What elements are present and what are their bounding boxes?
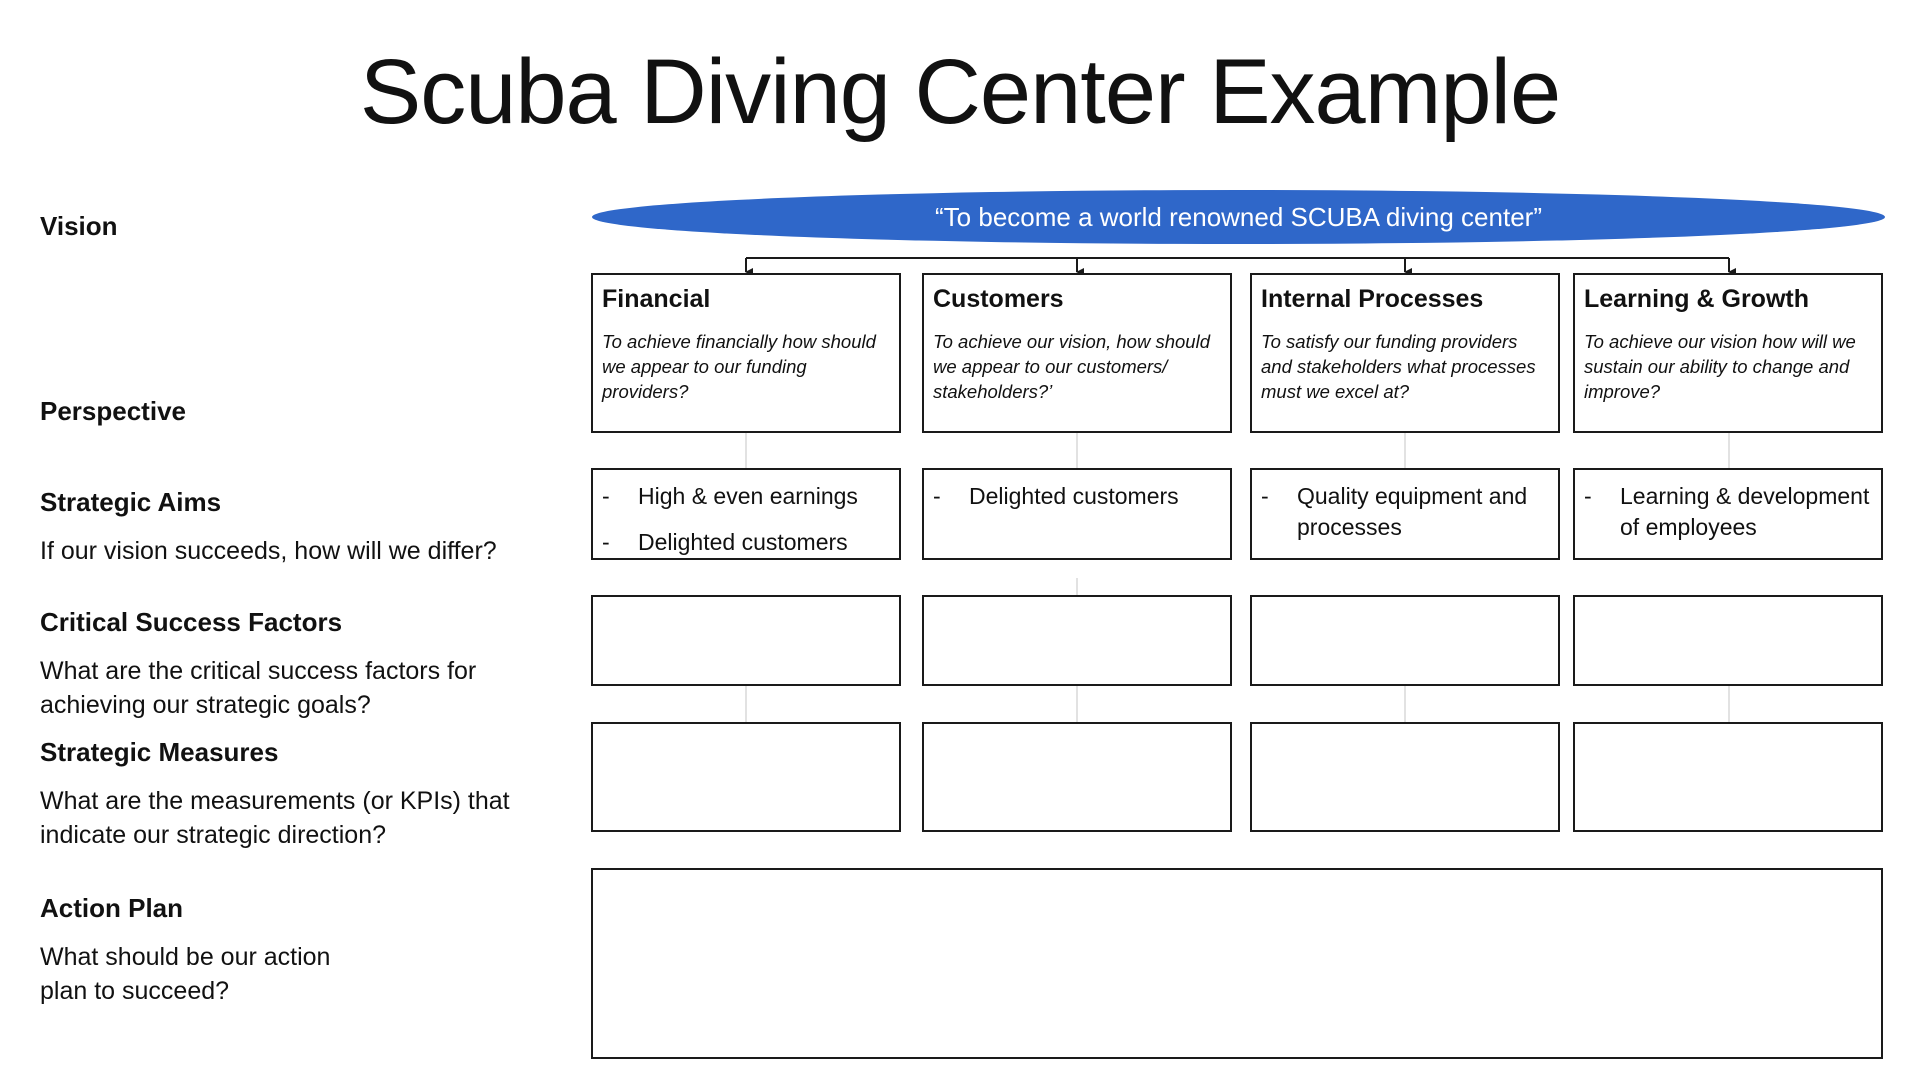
- aim-text: High & even earnings: [638, 483, 858, 509]
- critical-success-factors-label: Critical Success Factors: [40, 607, 343, 637]
- strategic-aims-box-financial: - High & even earnings - Delighted custo…: [591, 468, 901, 560]
- aim-bullet: -: [1261, 483, 1269, 509]
- perspective-title: Learning & Growth: [1584, 285, 1809, 313]
- aim-item: - High & even earnings: [602, 481, 893, 512]
- vision-statement: “To become a world renowned SCUBA diving…: [935, 201, 1542, 232]
- strategic-aims-box-customers: - Delighted customers: [922, 468, 1232, 560]
- perspective-box-customers: Customers To achieve our vision, how sho…: [922, 273, 1232, 433]
- page-title: Scuba Diving Center Example: [359, 41, 1561, 143]
- aim-bullet: -: [602, 529, 610, 555]
- perspective-box-internal-processes: Internal Processes To satisfy our fundin…: [1250, 273, 1560, 433]
- perspective-question: To satisfy our funding providers and sta…: [1261, 331, 1536, 402]
- csf-box-customers[interactable]: [922, 595, 1232, 686]
- aim-item: - Delighted customers: [602, 527, 893, 558]
- aim-text: Delighted customers: [638, 529, 848, 555]
- strategic-aims-box-learning-growth: - Learning & development of employees: [1573, 468, 1883, 560]
- measures-box-internal-processes[interactable]: [1250, 722, 1560, 832]
- strategic-measures-label: Strategic Measures: [40, 737, 279, 767]
- action-plan-label: Action Plan: [40, 893, 184, 923]
- perspective-box-financial: Financial To achieve financially how sho…: [591, 273, 901, 433]
- perspective-question: To achieve financially how should we app…: [602, 331, 876, 402]
- aim-bullet: -: [933, 483, 941, 509]
- aim-text: Delighted customers: [969, 483, 1179, 509]
- critical-success-factors-description: What are the critical success factors fo…: [40, 657, 477, 719]
- aim-text: Quality equipment and processes: [1297, 483, 1528, 540]
- csf-box-internal-processes[interactable]: [1250, 595, 1560, 686]
- strategic-aims-description: If our vision succeeds, how will we diff…: [40, 537, 497, 565]
- aim-bullet: -: [1584, 483, 1592, 509]
- perspective-box-learning-growth: Learning & Growth To achieve our vision …: [1573, 273, 1883, 433]
- aim-item: - Quality equipment and processes: [1261, 481, 1552, 543]
- csf-box-learning-growth[interactable]: [1573, 595, 1883, 686]
- perspective-question: To achieve our vision, how should we app…: [933, 331, 1210, 402]
- aim-item: - Learning & development of employees: [1584, 481, 1875, 543]
- csf-box-financial[interactable]: [591, 595, 901, 686]
- vision-ellipse: “To become a world renowned SCUBA diving…: [592, 190, 1885, 244]
- action-plan-box[interactable]: [591, 868, 1883, 1059]
- perspective-question: To achieve our vision how will we sustai…: [1584, 331, 1856, 402]
- perspective-label: Perspective: [40, 396, 186, 426]
- perspective-title: Financial: [602, 285, 711, 313]
- aim-item: - Delighted customers: [933, 481, 1224, 512]
- strategic-measures-description: What are the measurements (or KPIs) that…: [40, 787, 510, 849]
- strategic-aims-label: Strategic Aims: [40, 487, 222, 517]
- vision-label: Vision: [40, 211, 118, 241]
- measures-box-financial[interactable]: [591, 722, 901, 832]
- aim-text: Learning & development of employees: [1620, 483, 1870, 540]
- row-connectors: [745, 433, 1730, 722]
- aim-bullet: -: [602, 483, 610, 509]
- strategic-aims-box-internal-processes: - Quality equipment and processes: [1250, 468, 1560, 560]
- measures-box-learning-growth[interactable]: [1573, 722, 1883, 832]
- perspective-title: Internal Processes: [1261, 285, 1484, 313]
- action-plan-description: What should be our action plan to succee…: [40, 943, 331, 1005]
- perspective-title: Customers: [933, 285, 1064, 313]
- measures-box-customers[interactable]: [922, 722, 1232, 832]
